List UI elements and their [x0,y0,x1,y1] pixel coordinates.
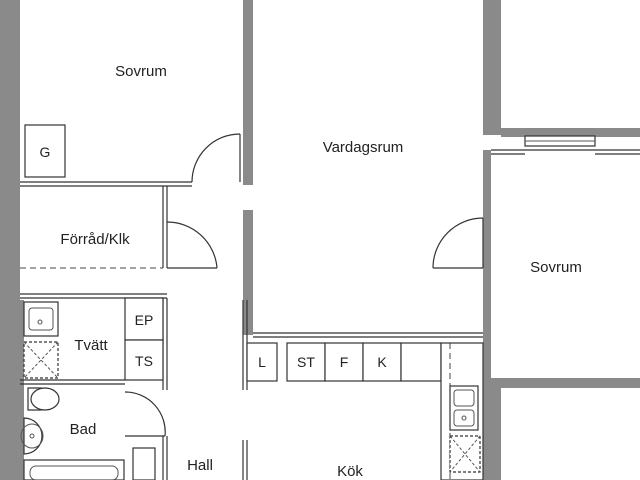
fixture-label-ts: TS [135,353,153,369]
room-label-hall: Hall [187,457,213,474]
doors [124,133,484,437]
fixtures [20,124,484,480]
kitchen-sink [449,385,479,431]
wall-west-outer [0,0,20,480]
fixture-label-k: K [377,354,387,370]
hall-cabinet [132,447,156,480]
fixture-label-st: ST [297,354,315,370]
wall-corridor-east [243,210,253,335]
partitions [20,149,640,480]
fixture-label-g: G [40,144,51,160]
wall-bedroom2-west [483,150,491,380]
wall-kitchen-east [483,380,501,480]
room-label-tvatt: Tvätt [74,337,108,354]
bathtub [23,459,125,480]
fixture-label-ep: EP [135,312,154,328]
wall-bedroom2-south [491,378,640,388]
room-label-forrad: Förråd/Klk [60,231,130,248]
fixture-ts-box [124,339,164,381]
wall-bath-west [20,300,24,480]
bath-sink [23,417,43,455]
room-label-kok: Kök [337,463,363,480]
fixture-l-box [246,342,278,382]
wall-east-upper [483,0,501,135]
room-label-sovrum-2: Sovrum [530,259,582,276]
fixture-label-l: L [258,354,266,370]
room-label-sovrum-1: Sovrum [115,63,167,80]
fixture-label-f: F [340,354,349,370]
room-label-vardagsrum: Vardagsrum [323,139,404,156]
wall-bedroom-east [243,0,253,185]
fixture-g-box [24,124,66,178]
counter-end [400,342,442,382]
fixture-labels: G EP TS L ST F K [40,144,388,370]
room-label-bad: Bad [70,421,97,438]
wall-window-sill [501,128,640,137]
window [524,135,596,147]
room-labels: Sovrum Vardagsrum Sovrum Förråd/Klk Tvät… [60,63,581,480]
